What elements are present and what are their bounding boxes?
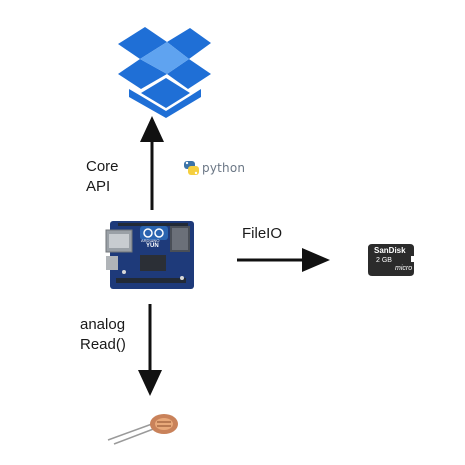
- arrow-down-to-sensor: [138, 304, 162, 396]
- core-api-line1: Core: [86, 158, 119, 175]
- photoresistor-icon: [107, 414, 178, 445]
- arrow-up-to-dropbox: [140, 116, 164, 210]
- core-api-label: Core API: [86, 157, 119, 197]
- sdcard-format: micro: [395, 265, 413, 272]
- arduino-yun-board: [105, 221, 194, 289]
- sdcard-capacity: 2 GB: [376, 257, 392, 264]
- analog-read-line1: analog: [80, 316, 126, 333]
- fileio-label: FileIO: [242, 225, 283, 242]
- dropbox-icon: [118, 27, 211, 118]
- sdcard-icon: [368, 244, 414, 276]
- sdcard-brand: SanDisk: [374, 246, 406, 255]
- arrow-right-to-sdcard: [237, 248, 330, 272]
- core-api-line2: API: [86, 178, 111, 195]
- analog-read-line2: Read(): [80, 336, 126, 353]
- board-brand-text: ARDUINO: [141, 238, 160, 243]
- board-model-text: YÚN: [146, 243, 159, 249]
- python-icon: [184, 161, 199, 175]
- python-label: python: [202, 161, 246, 175]
- analog-read-label: analog Read(): [80, 315, 126, 355]
